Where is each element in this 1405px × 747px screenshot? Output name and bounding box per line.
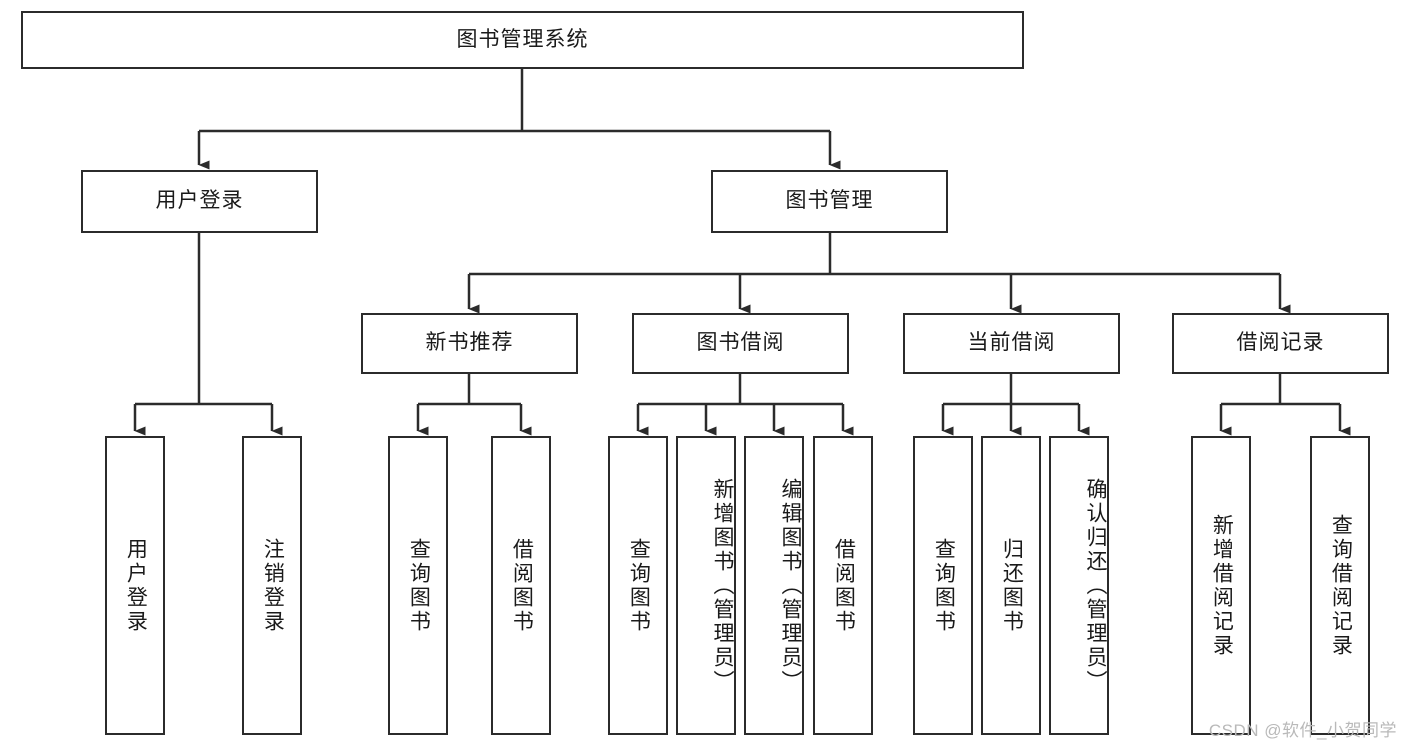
leaf-recommend-borrow-book[interactable]: 借阅图书 xyxy=(491,436,551,735)
node-label: 查询图书 xyxy=(932,537,956,634)
node-label: 确认归还（管理员） xyxy=(1084,477,1107,694)
node-label: 归还图书 xyxy=(1000,537,1024,634)
node-label: 查询借阅记录 xyxy=(1329,513,1353,658)
leaf-current-return-book[interactable]: 归还图书 xyxy=(981,436,1041,735)
leaf-current-confirm-return-admin[interactable]: 确认归还（管理员） xyxy=(1049,436,1109,735)
node-root-system[interactable]: 图书管理系统 xyxy=(21,11,1024,69)
leaf-user-login-signout[interactable]: 注销登录 xyxy=(242,436,302,735)
leaf-record-query-record[interactable]: 查询借阅记录 xyxy=(1310,436,1370,735)
leaf-user-login-signin[interactable]: 用户登录 xyxy=(105,436,165,735)
node-label: 借阅图书 xyxy=(510,537,534,634)
node-book-management[interactable]: 图书管理 xyxy=(711,170,948,233)
leaf-borrow-add-book-admin[interactable]: 新增图书（管理员） xyxy=(676,436,736,735)
node-label: 当前借阅 xyxy=(967,331,1056,355)
node-label: 新增借阅记录 xyxy=(1210,513,1234,658)
node-label: 用户登录 xyxy=(124,537,148,634)
node-label: 查询图书 xyxy=(627,537,651,634)
leaf-borrow-edit-book-admin[interactable]: 编辑图书（管理员） xyxy=(744,436,804,735)
leaf-borrow-borrow-book[interactable]: 借阅图书 xyxy=(813,436,873,735)
node-user-login[interactable]: 用户登录 xyxy=(81,170,318,233)
node-current-borrow[interactable]: 当前借阅 xyxy=(903,313,1120,374)
node-label: 编辑图书（管理员） xyxy=(779,477,802,694)
node-label: 注销登录 xyxy=(261,537,285,634)
node-label: 图书管理系统 xyxy=(456,27,589,51)
leaf-current-query-book[interactable]: 查询图书 xyxy=(913,436,973,735)
node-label: 查询图书 xyxy=(407,537,431,634)
node-book-borrow[interactable]: 图书借阅 xyxy=(632,313,849,374)
leaf-recommend-query-book[interactable]: 查询图书 xyxy=(388,436,448,735)
node-label: 借阅记录 xyxy=(1236,331,1325,355)
node-borrow-record[interactable]: 借阅记录 xyxy=(1172,313,1389,374)
leaf-borrow-query-book[interactable]: 查询图书 xyxy=(608,436,668,735)
node-label: 图书管理 xyxy=(785,189,874,213)
node-new-book-recommend[interactable]: 新书推荐 xyxy=(361,313,578,374)
leaf-record-add-record[interactable]: 新增借阅记录 xyxy=(1191,436,1251,735)
node-label: 新增图书（管理员） xyxy=(711,477,734,694)
node-label: 用户登录 xyxy=(155,189,244,213)
node-label: 图书借阅 xyxy=(696,331,785,355)
node-label: 借阅图书 xyxy=(832,537,856,634)
node-label: 新书推荐 xyxy=(425,331,514,355)
